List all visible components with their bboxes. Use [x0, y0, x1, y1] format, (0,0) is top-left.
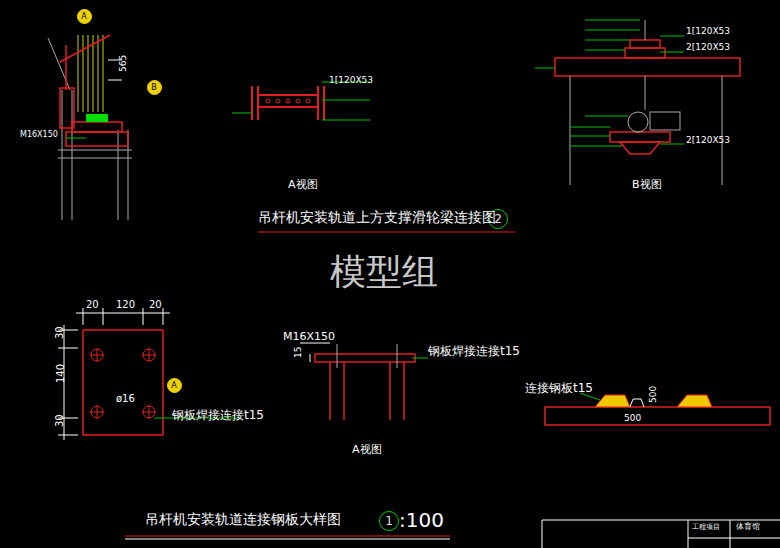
callout-circle: A: [167, 378, 182, 393]
drawing-label: B视图: [632, 179, 662, 191]
callout-letter: B: [151, 83, 157, 92]
drawing-label: ø16: [116, 393, 135, 404]
drawing-label: 15: [294, 347, 304, 358]
drawing-label: M16X150: [20, 131, 58, 140]
drawing-label: A视图: [288, 179, 318, 191]
callout-letter: A: [81, 12, 86, 21]
drawing-label: 20: [149, 299, 162, 310]
callout-circle: 1: [379, 511, 399, 531]
drawing-label: 吊杆机安装轨道上方支撑滑轮梁连接图: [258, 210, 496, 225]
drawing-label: 20: [86, 299, 99, 310]
drawing-label: 2[120X53: [686, 43, 730, 53]
drawing-label: 30: [54, 414, 65, 427]
drawing-label: 1[120X53: [329, 76, 373, 86]
drawing-label: 565: [119, 55, 129, 72]
callout-letter: 1: [385, 514, 393, 528]
drawing-label: 140: [55, 364, 66, 383]
drawing-label: 钢板焊接连接t15: [172, 409, 264, 422]
drawing-label: 500: [649, 386, 659, 403]
drawing-label: 工程项目: [692, 524, 720, 532]
drawing-label: 体育馆: [736, 523, 760, 532]
drawing-label: 钢板焊接连接t15: [428, 345, 520, 358]
callout-circle: B: [147, 80, 162, 95]
callout-circle: A: [77, 9, 92, 24]
drawing-label: 30: [54, 326, 65, 339]
drawing-label: 连接钢板t15: [525, 382, 593, 395]
drawing-label: 1[120X53: [686, 27, 730, 37]
drawing-label: :100: [399, 509, 444, 531]
drawing-label: 500: [624, 414, 641, 424]
drawing-label: 2[120X53: [686, 136, 730, 146]
drawing-label: 120: [116, 299, 135, 310]
drawing-label: 模型组: [330, 252, 438, 292]
drawing-label: A视图: [352, 444, 382, 456]
drawing-label: 吊杆机安装轨道连接钢板大样图: [145, 512, 341, 527]
callout-letter: A: [171, 381, 176, 390]
drawing-label: M16X150: [283, 331, 335, 343]
